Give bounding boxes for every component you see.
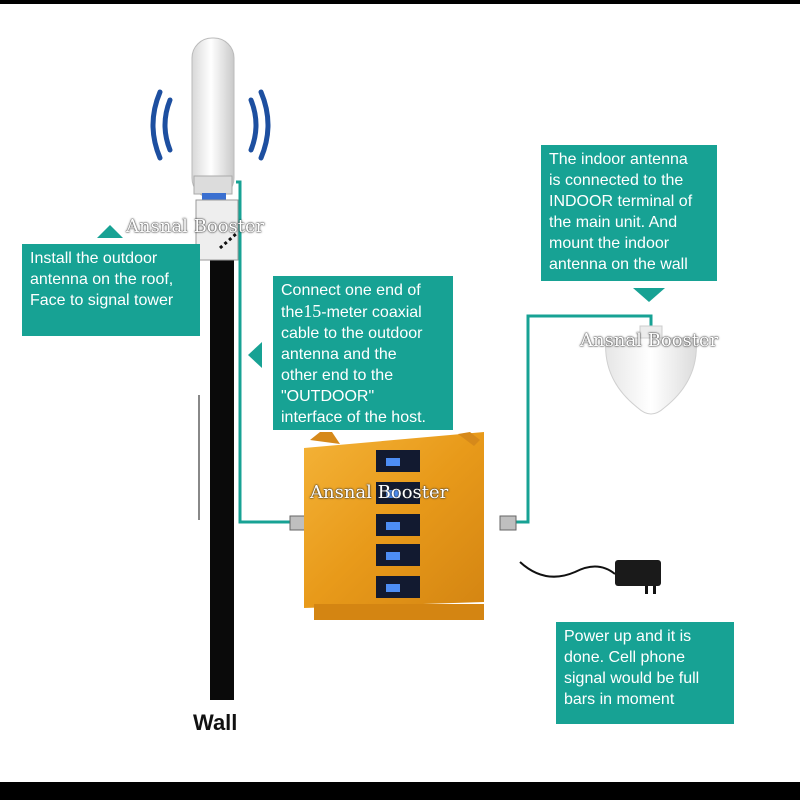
bottom-border bbox=[0, 782, 800, 800]
callout-line: interface of the host. bbox=[281, 409, 426, 426]
callout-line: Connect one end of bbox=[281, 282, 421, 299]
callout-line: the main unit. And bbox=[549, 214, 678, 231]
callout-text: -meter coaxial bbox=[321, 304, 422, 321]
wall-label: Wall bbox=[193, 710, 238, 735]
callout-text: the bbox=[281, 304, 304, 321]
top-border bbox=[0, 0, 800, 4]
callout-line: is connected to the bbox=[549, 172, 684, 189]
callout-line: The indoor antenna bbox=[549, 151, 688, 168]
callout-line: cable to the outdoor bbox=[281, 325, 423, 342]
callout-line: Face to signal tower bbox=[30, 292, 174, 309]
watermark: Ansnal Booster bbox=[126, 216, 265, 237]
watermark: Ansnal Booster bbox=[580, 330, 719, 351]
callout-line: antenna on the roof, bbox=[30, 271, 174, 288]
callout-line: antenna on the wall bbox=[549, 256, 688, 273]
watermark: Ansnal Booster bbox=[310, 482, 449, 503]
callout-line: Power up and it is bbox=[564, 628, 692, 645]
arrow-up-icon bbox=[97, 225, 123, 238]
indoor-cable bbox=[515, 314, 653, 524]
callout-line: the15-meter coaxial bbox=[281, 301, 445, 323]
booster-unit bbox=[304, 432, 484, 620]
wall-pole bbox=[210, 250, 234, 700]
arrow-down-icon bbox=[633, 288, 665, 302]
callout-line: done. Cell phone bbox=[564, 649, 685, 666]
indoor-antenna bbox=[605, 325, 697, 415]
callout-line: antenna and the bbox=[281, 346, 397, 363]
outdoor-connector bbox=[289, 515, 307, 531]
callout-indoor-antenna: The indoor antenna is connected to the I… bbox=[541, 145, 717, 281]
indoor-connector bbox=[499, 515, 517, 531]
arrow-left-icon bbox=[248, 342, 262, 368]
callout-line: "OUTDOOR" bbox=[281, 388, 375, 405]
outdoor-antenna bbox=[191, 37, 239, 261]
callout-line: signal would be full bbox=[564, 670, 700, 687]
callout-line: Install the outdoor bbox=[30, 250, 158, 267]
cable-length: 15 bbox=[303, 301, 322, 321]
signal-waves-icon bbox=[150, 89, 271, 161]
callout-power-up: Power up and it is done. Cell phone sign… bbox=[556, 622, 734, 724]
callout-line: mount the indoor bbox=[549, 235, 670, 252]
outdoor-cable bbox=[236, 180, 293, 524]
callout-line: other end to the bbox=[281, 367, 394, 384]
callout-coaxial-cable: Connect one end of the15-meter coaxial c… bbox=[273, 276, 453, 430]
callout-line: bars in moment bbox=[564, 691, 675, 708]
power-adapter bbox=[519, 560, 661, 594]
callout-outdoor-antenna: Install the outdoor antenna on the roof,… bbox=[22, 244, 200, 336]
callout-line: INDOOR terminal of bbox=[549, 193, 693, 210]
